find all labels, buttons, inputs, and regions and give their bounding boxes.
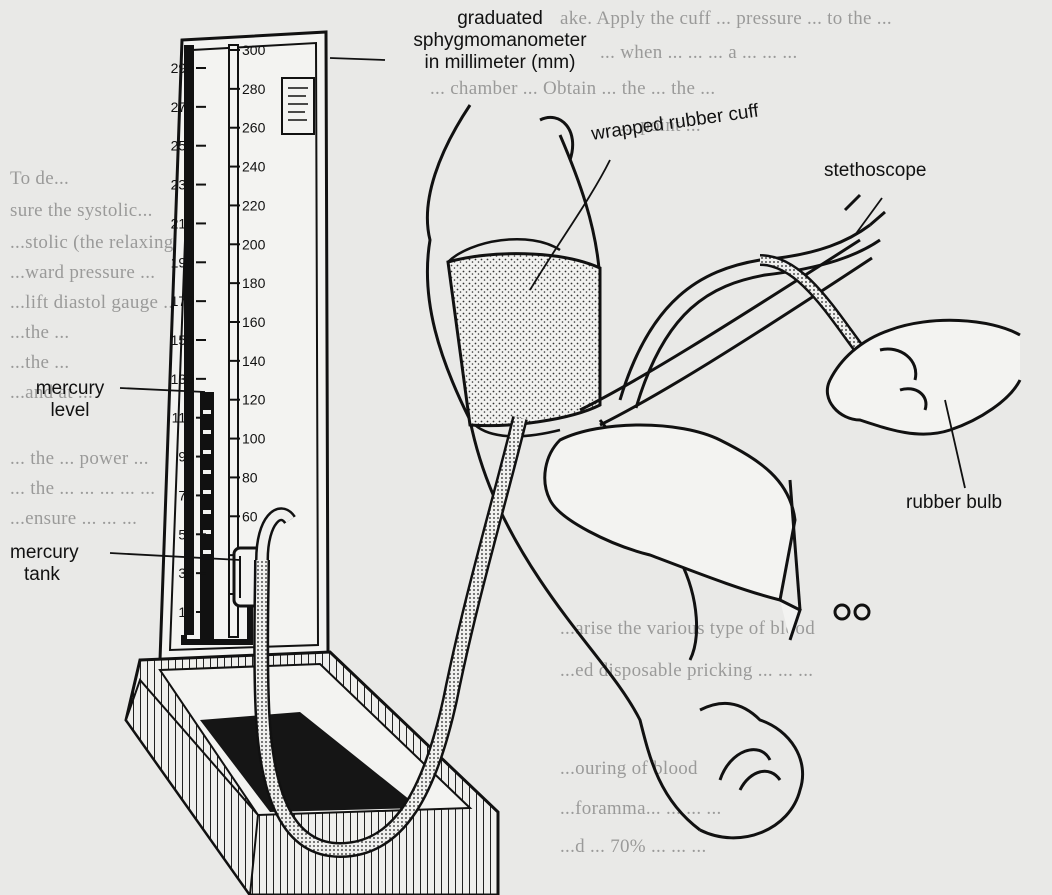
label-line: level xyxy=(20,400,120,422)
scale-number-right: 240 xyxy=(242,159,266,175)
scale-number-right: 220 xyxy=(242,197,266,213)
label-line: in millimeter (mm) xyxy=(380,52,620,74)
cuff-buttons xyxy=(835,605,869,619)
scale-number-right: 200 xyxy=(242,236,266,252)
scale-number-left: 50 xyxy=(178,526,194,542)
scale-number-left: 10 xyxy=(178,604,194,620)
scale-number-right: 100 xyxy=(242,431,266,447)
label-stethoscope: stethoscope xyxy=(824,160,926,182)
scale-number-left: 270 xyxy=(171,99,195,115)
scale-number-left: 30 xyxy=(178,565,194,581)
scale-number-right: 140 xyxy=(242,353,266,369)
scale-number-right: 80 xyxy=(242,469,258,485)
examiner-hand xyxy=(545,425,800,640)
label-line: tank xyxy=(10,564,110,586)
label-line: graduated xyxy=(380,8,620,30)
label-line: mercury xyxy=(10,542,110,564)
scale-number-left: 190 xyxy=(171,254,195,270)
scale-number-right: 260 xyxy=(242,120,266,136)
label-line: mercury xyxy=(20,378,120,400)
instruction-card xyxy=(282,78,314,134)
mercury-fill xyxy=(200,392,214,640)
scale-number-right: 180 xyxy=(242,275,266,291)
label-mercury-level: mercury level xyxy=(20,378,120,422)
scale-number-right: 60 xyxy=(242,508,258,524)
scale-number-right: 300 xyxy=(242,42,266,58)
label-line: sphygmomanometer xyxy=(380,30,620,52)
rubber-cuff xyxy=(448,239,600,436)
label-sphygmomanometer: graduated sphygmomanometer in millimeter… xyxy=(380,8,620,74)
scale-number-left: 250 xyxy=(171,138,195,154)
scale-number-left: 130 xyxy=(171,371,195,387)
scale-number-right: 120 xyxy=(242,392,266,408)
scale-number-left: 110 xyxy=(172,410,195,426)
scale-number-left: 90 xyxy=(178,449,194,465)
label-rubber-bulb: rubber bulb xyxy=(906,492,1002,514)
scale-number-left: 210 xyxy=(171,215,195,231)
scale-number-right: 160 xyxy=(242,314,266,330)
scale-number-left: 230 xyxy=(171,177,195,193)
scale-number-left: 290 xyxy=(171,60,195,76)
scale-number-left: 70 xyxy=(178,487,194,503)
scale-number-left: 170 xyxy=(171,293,195,309)
manometer-base-box xyxy=(126,652,498,895)
scale-number-left: 150 xyxy=(171,332,195,348)
scale-number-right: 280 xyxy=(242,81,266,97)
label-mercury-tank: mercury tank xyxy=(10,542,110,586)
